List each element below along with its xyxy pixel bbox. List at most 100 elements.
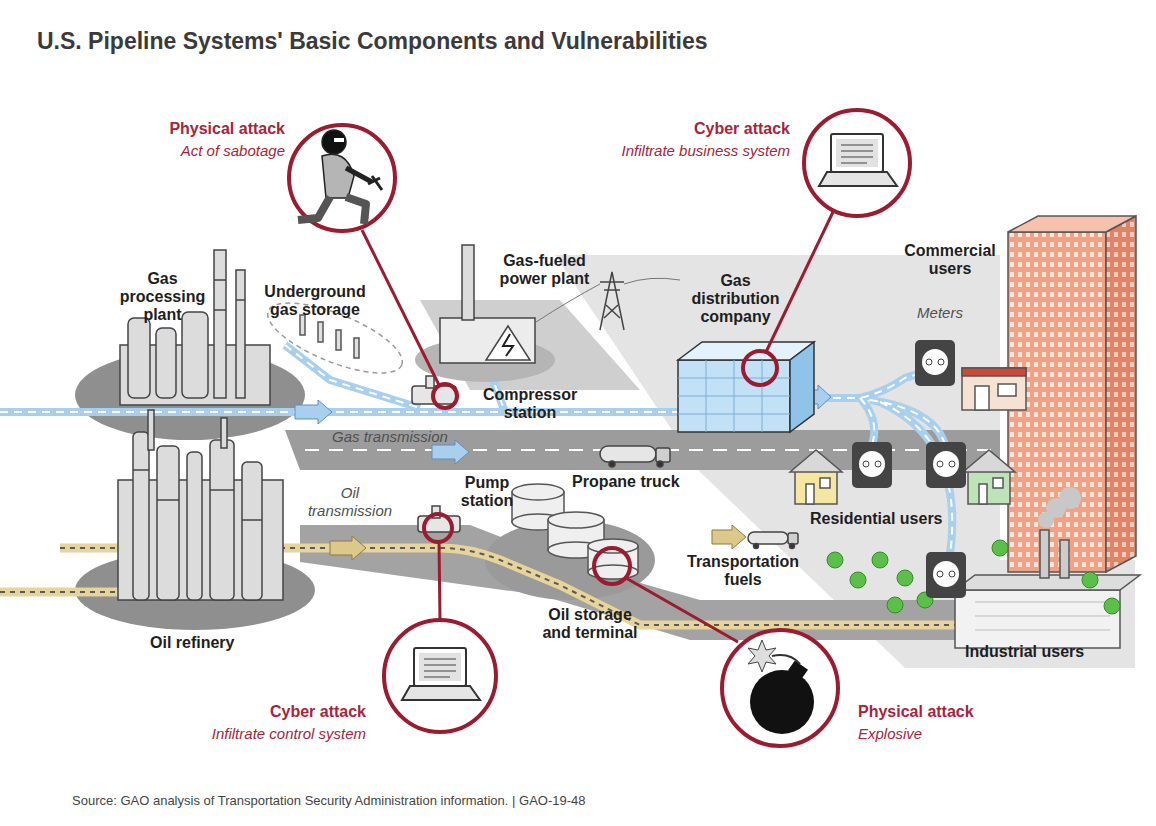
attack-type: Cyber attack [555, 118, 790, 140]
laptop-icon [424, 670, 456, 672]
commercial-building [975, 386, 989, 410]
oil-refinery [157, 446, 179, 600]
factory [1040, 530, 1049, 578]
truck [600, 446, 656, 462]
component-label: Meters [900, 304, 980, 322]
tree [1104, 598, 1120, 614]
gas-meter [949, 461, 955, 467]
distribution-company [734, 360, 735, 432]
leader-line [362, 230, 439, 385]
distribution-company [790, 342, 814, 432]
attack-method: Infiltrate control system [130, 723, 366, 745]
component-label: Gas processing plant [115, 270, 210, 324]
power-plant [600, 281, 624, 283]
gas-meter [933, 561, 959, 587]
truck [748, 532, 788, 544]
callout-ring [382, 618, 498, 734]
gas-processing-plant [182, 312, 208, 398]
tall-building [1008, 216, 1136, 232]
laptop-icon [831, 134, 883, 172]
saboteur-icon [346, 168, 372, 182]
callout-ring [287, 123, 397, 233]
factory [1038, 487, 1081, 528]
gas-processing-plant [128, 318, 150, 398]
gas-processing-plant [236, 299, 245, 301]
leader-line [594, 548, 630, 584]
gas-meter [875, 461, 881, 467]
oil-refinery [157, 499, 179, 501]
laptop-icon [836, 139, 878, 167]
oil-flow-arrow [712, 525, 746, 549]
house [806, 484, 814, 504]
attack-type: Physical attack [55, 118, 285, 140]
laptop-icon [424, 664, 456, 666]
power-plant [604, 305, 618, 318]
callout-circle: Physical attackExplosive [720, 628, 840, 748]
gas-processing-plant [214, 250, 226, 398]
bomb-icon [772, 655, 800, 664]
flow-arrow [432, 440, 469, 464]
laptop-icon [424, 658, 456, 660]
laptop-icon [402, 648, 480, 700]
house [968, 470, 1010, 504]
laptop-icon [819, 172, 897, 186]
laptop-icon [419, 653, 461, 681]
power-plant [600, 272, 624, 330]
house [979, 484, 987, 504]
leader-line [424, 514, 452, 542]
underground-storage [300, 315, 359, 358]
tree [872, 552, 888, 568]
oil-flow-arrow [330, 536, 366, 560]
leader-line [626, 578, 738, 642]
gas-meter [915, 340, 955, 386]
saboteur-icon [346, 197, 366, 224]
component-label: Gas distribution company [683, 272, 788, 326]
oil-refinery [210, 489, 234, 491]
callout-text: Cyber attackInfiltrate business system [555, 118, 790, 162]
gas-meter [926, 552, 966, 598]
flow-arrow [295, 400, 332, 424]
gas-processing-plant [214, 309, 226, 311]
distribution-company [678, 360, 790, 432]
power-plant [536, 284, 600, 322]
distribution-company [678, 360, 790, 432]
power-plant [440, 318, 535, 363]
oil-refinery [242, 519, 262, 521]
house [963, 450, 1015, 472]
gas-meter [926, 552, 966, 598]
oil-refinery [133, 469, 149, 471]
tree [850, 572, 866, 588]
bomb-icon [750, 670, 814, 734]
bomb-icon [748, 640, 814, 734]
attack-method: Explosive [858, 723, 1078, 745]
laptop-icon [424, 659, 456, 677]
laptop-icon [841, 156, 873, 158]
compressor-station [426, 376, 434, 388]
tall-building [1008, 216, 1136, 572]
gas-meter [938, 359, 944, 365]
laptop-icon [841, 150, 873, 152]
distribution-company [706, 360, 707, 432]
distribution-company [762, 360, 763, 432]
component-label: Oil transmission [300, 484, 400, 520]
commercial-building [962, 368, 1026, 410]
factory [975, 602, 1110, 630]
component-label: Oil refinery [150, 634, 280, 652]
attack-type: Physical attack [858, 701, 1078, 723]
house [790, 450, 1015, 504]
attack-type: Cyber attack [130, 701, 366, 723]
gas-meter [922, 349, 948, 375]
tree [1082, 572, 1098, 588]
tree [827, 540, 1120, 614]
component-label: Oil storage and terminal [534, 606, 646, 642]
power-plant [486, 326, 530, 360]
factory [1060, 540, 1069, 578]
gas-meter [949, 571, 955, 577]
truck [754, 544, 759, 549]
laptop-icon [402, 686, 480, 700]
power-plant [624, 278, 680, 284]
factory [1059, 487, 1081, 509]
truck [790, 544, 795, 549]
bomb-icon [748, 640, 776, 672]
